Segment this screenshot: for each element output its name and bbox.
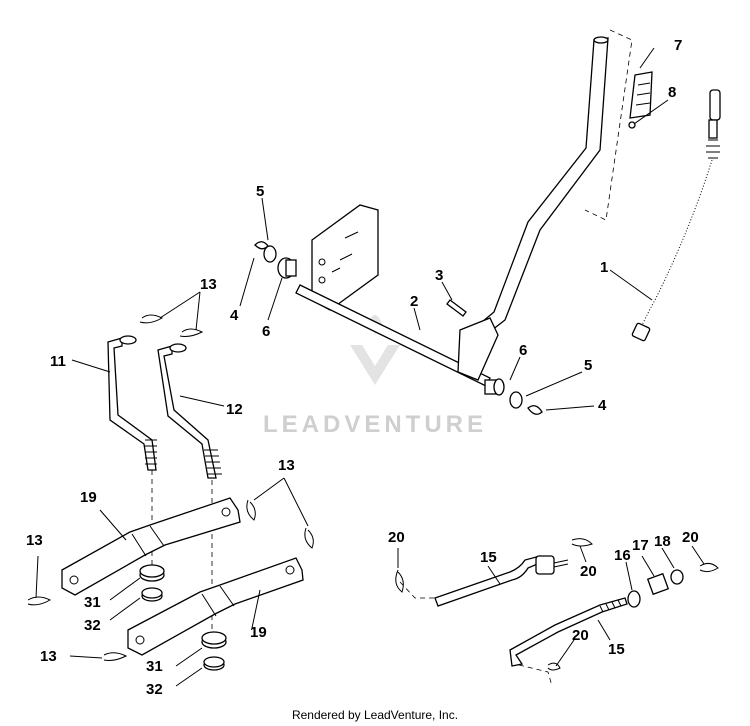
- callout-6a: 6: [262, 323, 270, 340]
- callout-31b: 31: [146, 658, 163, 675]
- callout-5b: 5: [584, 357, 592, 374]
- callout-8: 8: [668, 84, 676, 101]
- part-17-block: [646, 572, 670, 596]
- part-8-pin: [628, 121, 636, 129]
- callout-20a: 20: [388, 529, 405, 546]
- watermark-text: LEADVENTURE: [263, 411, 487, 438]
- part-1-cable: [631, 89, 721, 342]
- leadventure-watermark: LEADVENTURE: [263, 315, 487, 438]
- callout-4b: 4: [598, 397, 607, 414]
- part-7-grip: [629, 71, 653, 119]
- part-19-lift-arm-lower: [127, 557, 304, 656]
- callout-20c: 20: [572, 627, 589, 644]
- part-31-bushing-lower: [201, 631, 227, 649]
- callout-19b: 19: [250, 624, 267, 641]
- callout-3: 3: [435, 267, 443, 284]
- part-32-nut-upper: [141, 587, 163, 602]
- part-12-lift-link: [157, 343, 222, 479]
- callout-20d: 20: [682, 529, 699, 546]
- lift-handle: [480, 36, 609, 331]
- callout-12: 12: [226, 401, 243, 418]
- callout-16: 16: [614, 547, 631, 564]
- callout-4a: 4: [230, 307, 239, 324]
- callout-13d: 13: [40, 648, 57, 665]
- callout-32b: 32: [146, 681, 163, 698]
- callout-31a: 31: [84, 594, 101, 611]
- callout-13b: 13: [278, 457, 295, 474]
- part-31-bushing-upper: [139, 564, 165, 582]
- part-13-clips: [27, 314, 314, 661]
- mounting-plate: [311, 204, 379, 311]
- callout-13a: 13: [200, 276, 217, 293]
- leader-lines: [35, 47, 705, 687]
- callout-15a: 15: [480, 549, 497, 566]
- part-3-pin: [446, 299, 467, 317]
- callouts: 7 8 1 5 4 6 3 2 6 5 4 13 11 12 13 19 13 …: [26, 37, 699, 698]
- callout-17: 17: [632, 537, 649, 554]
- part-18-nut: [670, 569, 684, 585]
- callout-32a: 32: [84, 617, 101, 634]
- callout-19a: 19: [80, 489, 97, 506]
- left-bushing-stack: [254, 241, 297, 279]
- part-16-washer: [627, 590, 641, 608]
- callout-11: 11: [50, 353, 66, 370]
- part-15-rod-upper: [434, 555, 569, 607]
- right-bushing-stack: [484, 378, 543, 415]
- part-19-lift-arm-upper: [61, 497, 241, 596]
- callout-2: 2: [410, 293, 418, 310]
- callout-15b: 15: [608, 641, 625, 658]
- callout-1: 1: [600, 259, 608, 276]
- footer-credit: Rendered by LeadVenture, Inc.: [291, 708, 459, 722]
- callout-5a: 5: [256, 183, 264, 200]
- callout-6b: 6: [519, 342, 527, 359]
- shaft-bracket: [457, 317, 499, 381]
- callout-18: 18: [654, 533, 671, 550]
- callout-7: 7: [674, 37, 682, 54]
- part-11-lift-link: [107, 335, 157, 471]
- part-20-clips: [395, 538, 719, 671]
- part-15-rod-lower: [509, 597, 628, 667]
- part-32-nut-lower: [203, 656, 225, 671]
- callout-13c: 13: [26, 532, 43, 549]
- callout-20b: 20: [580, 563, 597, 580]
